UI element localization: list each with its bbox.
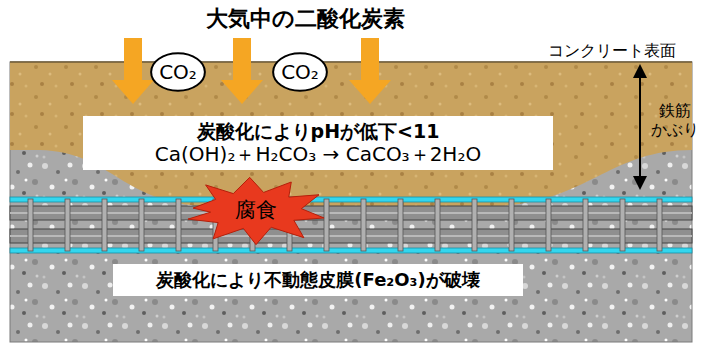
node-text: 炭酸化によりpHが低下<11 [197,120,440,143]
cover-label: 鉄筋 かぶり [651,101,699,139]
node-text: 炭酸化により不動態皮膜(Fe₂O₃)が破壊 [156,269,479,291]
co2-ellipse: CO₂ [150,52,206,92]
co2-text: CO₂ [159,60,197,84]
title-label: 大気中の二酸化炭素 [206,6,405,32]
co2-ellipse: CO₂ [272,52,328,92]
corrosion-burst: 腐食 [193,182,319,240]
reaction-box: 炭酸化によりpHが低下<11Ca(OH)₂＋H₂CO₃ → CaCO₃＋2H₂O [83,116,553,170]
co2-text: CO₂ [281,60,319,84]
node-text: Ca(OH)₂＋H₂CO₃ → CaCO₃＋2H₂O [155,142,481,166]
passive-film-box: 炭酸化により不動態皮膜(Fe₂O₃)が破壊 [113,264,523,296]
node-text: 腐食 [235,198,277,223]
surface-label: コンクリート表面 [548,41,676,60]
